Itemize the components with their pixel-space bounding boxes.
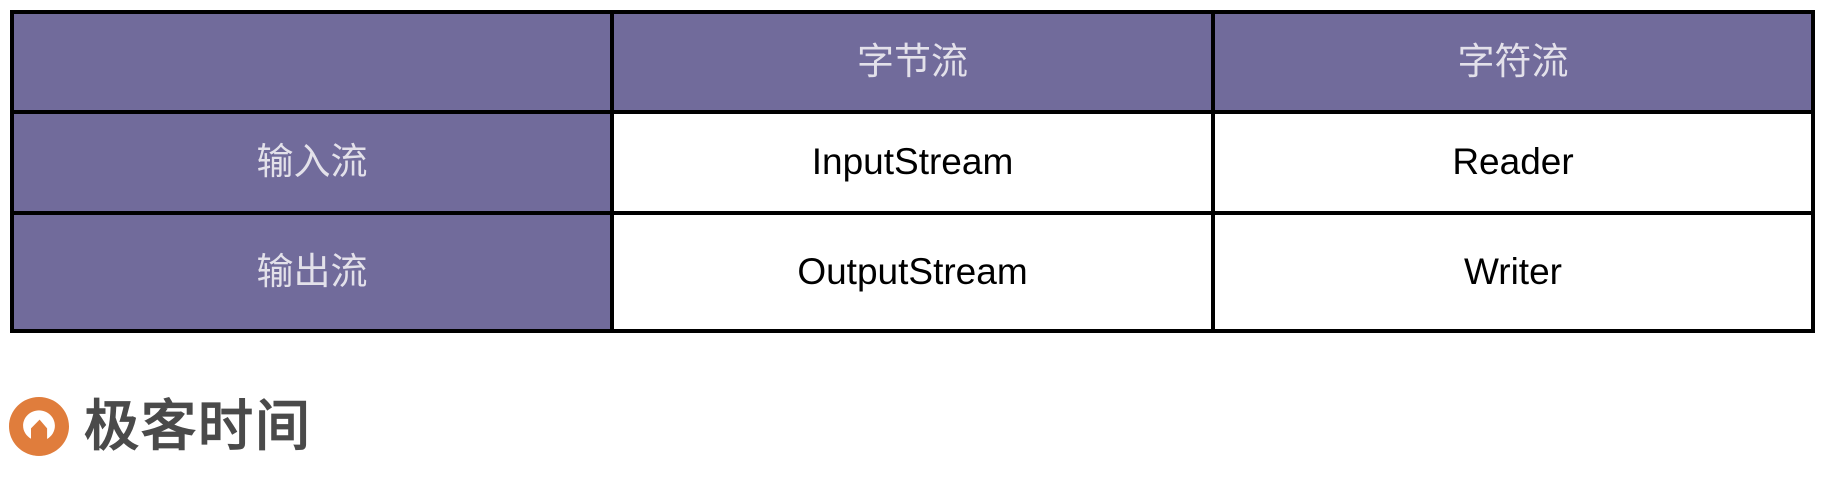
table-row: 输出流 OutputStream Writer bbox=[10, 211, 1815, 333]
table-row: 输入流 InputStream Reader bbox=[10, 110, 1815, 215]
brand-logo: 极客时间 bbox=[8, 393, 312, 463]
cell-output-char-stream: Writer bbox=[1211, 211, 1815, 333]
io-stream-table: 字节流 字符流 输入流 InputStream Reader 输出流 Outpu… bbox=[10, 10, 1815, 333]
column-header-char-stream: 字符流 bbox=[1211, 10, 1815, 114]
cell-input-byte-stream: InputStream bbox=[610, 110, 1215, 215]
brand-name: 极客时间 bbox=[84, 393, 313, 458]
row-header-output-stream: 输出流 bbox=[10, 211, 614, 333]
column-header-byte-stream: 字节流 bbox=[610, 10, 1215, 114]
table-corner-cell bbox=[10, 10, 614, 114]
row-header-input-stream: 输入流 bbox=[10, 110, 614, 215]
geektime-pin-icon bbox=[9, 397, 69, 456]
io-stream-table-container: 字节流 字符流 输入流 InputStream Reader 输出流 Outpu… bbox=[10, 10, 1815, 333]
cell-input-char-stream: Reader bbox=[1211, 110, 1815, 215]
table-header-row: 字节流 字符流 bbox=[10, 10, 1815, 114]
cell-output-byte-stream: OutputStream bbox=[610, 211, 1215, 333]
